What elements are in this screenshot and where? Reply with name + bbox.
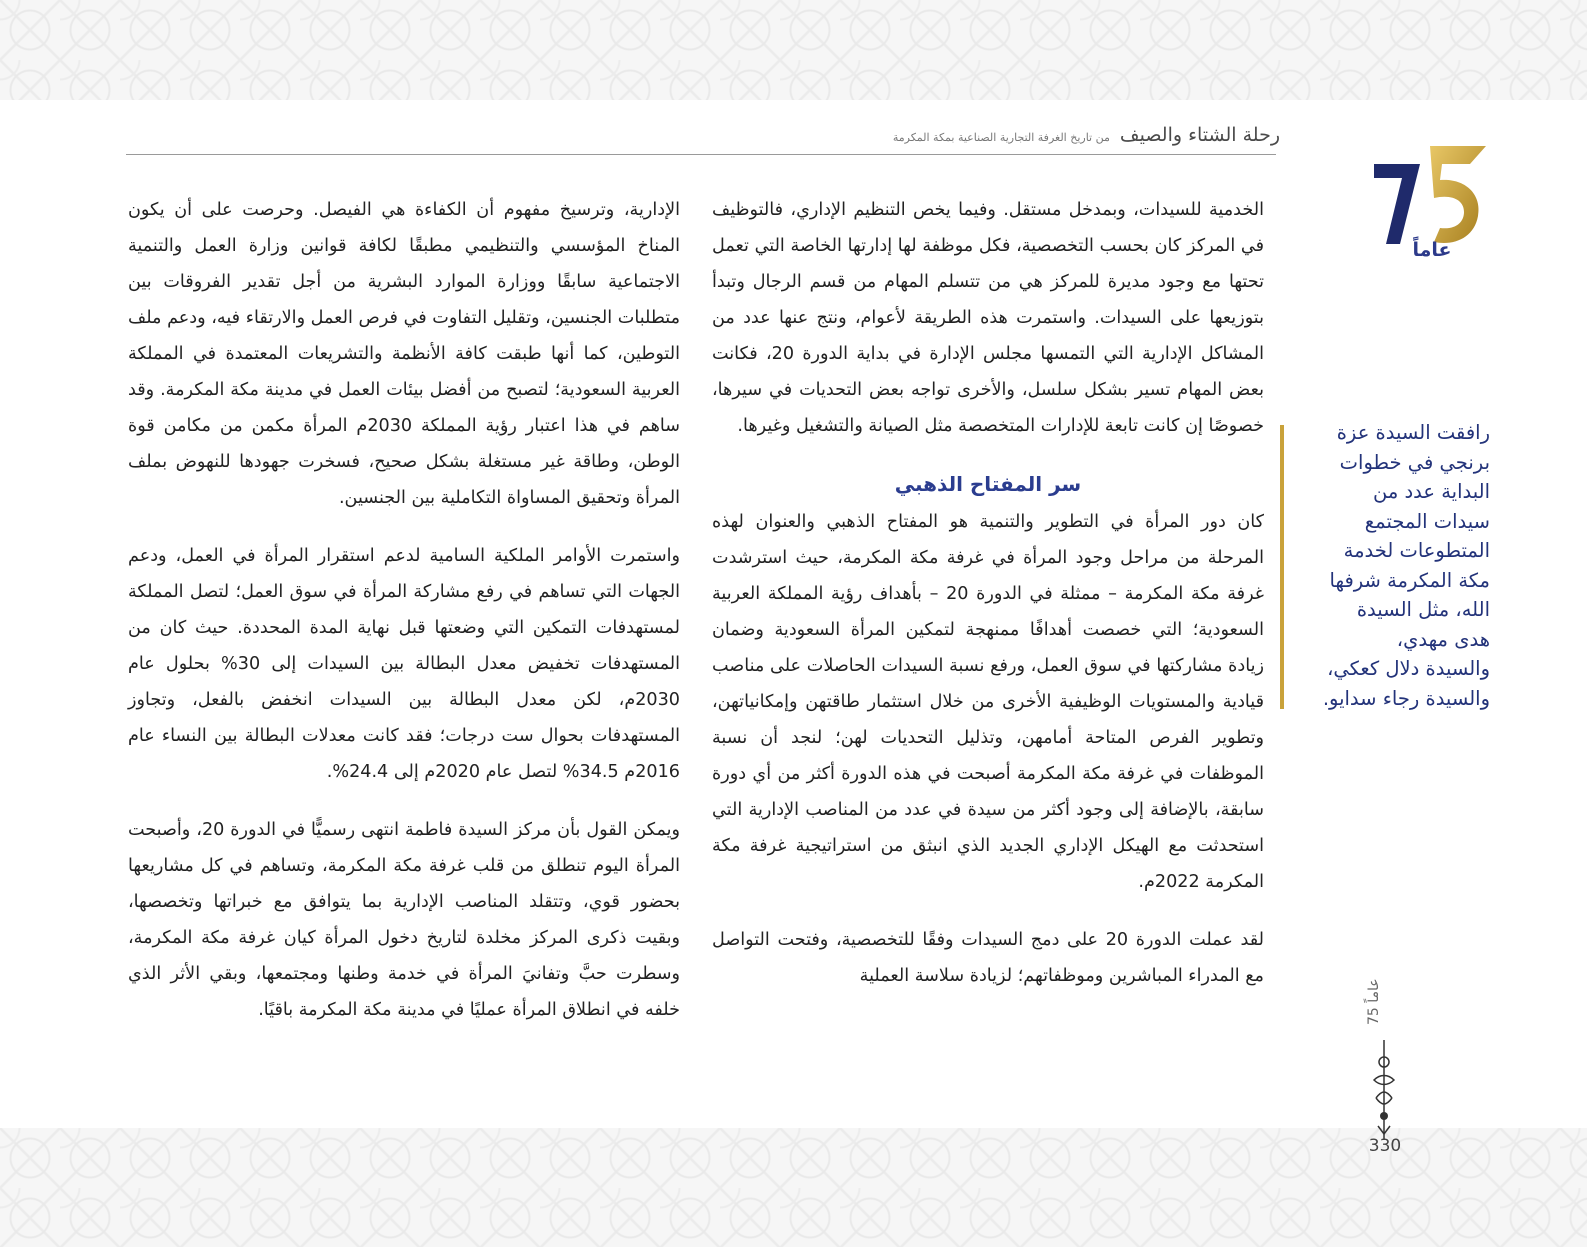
page-number: 330: [1368, 1136, 1402, 1156]
pull-quote-line: والسيدة دلال كعكي،: [1327, 657, 1490, 680]
pull-quote-line: سيدات المجتمع: [1364, 509, 1490, 533]
vertical-ornament-icon: [1372, 1040, 1396, 1140]
pull-quote-line: هدى مهدي،: [1396, 627, 1490, 651]
anniversary-logo: عاماً: [1374, 146, 1486, 260]
pull-quote-line: مكة المكرمة شرفها: [1329, 568, 1490, 592]
pull-quote-line: المتطوعات لخدمة: [1343, 539, 1490, 562]
running-header: رحلة الشتاء والصيف من تاريخ الغرفة التجا…: [893, 124, 1280, 146]
top-decorative-pattern: [0, 0, 1587, 100]
middle-paragraph-2: كان دور المرأة في التطوير والتنمية هو ال…: [712, 512, 1264, 892]
middle-paragraph-3: لقد عملت الدورة 20 على دمج السيدات وفقًا…: [712, 930, 1264, 986]
left-paragraph-1: الإدارية، وترسيخ مفهوم أن الكفاءة هي الف…: [128, 200, 680, 508]
bottom-decorative-pattern: [0, 1128, 1587, 1247]
section-heading: سر المفتاح الذهبي: [894, 472, 1082, 496]
side-anniversary-label: 75 عاماً: [1366, 978, 1382, 1025]
logo-seven-shape: [1374, 164, 1420, 244]
left-paragraph-3: ويمكن القول بأن مركز السيدة فاطمة انتهى …: [128, 820, 681, 1020]
pull-quote-line: البداية عدد من: [1372, 480, 1490, 503]
logo-word: عاماً: [1412, 236, 1451, 260]
pull-quote-line: الله، مثل السيدة: [1356, 598, 1490, 621]
pull-quote-line: برنجي في خطوات: [1339, 450, 1490, 474]
middle-text-column: الخدمية للسيدات، وبمدخل مستقل. وفيما يخص…: [712, 192, 1264, 994]
pull-quote: رافقت السيدة عزة برنجي في خطوات البداية …: [1290, 418, 1490, 713]
running-header-title: رحلة الشتاء والصيف: [1119, 124, 1280, 146]
pull-quote-line: رافقت السيدة عزة: [1336, 421, 1490, 444]
middle-paragraph-1: الخدمية للسيدات، وبمدخل مستقل. وفيما يخص…: [712, 200, 1264, 436]
logo-five-shape: [1430, 146, 1486, 243]
running-header-subtitle: من تاريخ الغرفة التجارية الصناعية بمكة ا…: [892, 131, 1110, 144]
left-paragraph-2: واستمرت الأوامر الملكية السامية لدعم است…: [128, 546, 680, 782]
pull-quote-bar: [1280, 425, 1284, 709]
header-rule: [126, 154, 1276, 155]
pull-quote-line: والسيدة رجاء سدايو.: [1322, 686, 1490, 710]
left-text-column: الإدارية، وترسيخ مفهوم أن الكفاءة هي الف…: [128, 192, 680, 1028]
